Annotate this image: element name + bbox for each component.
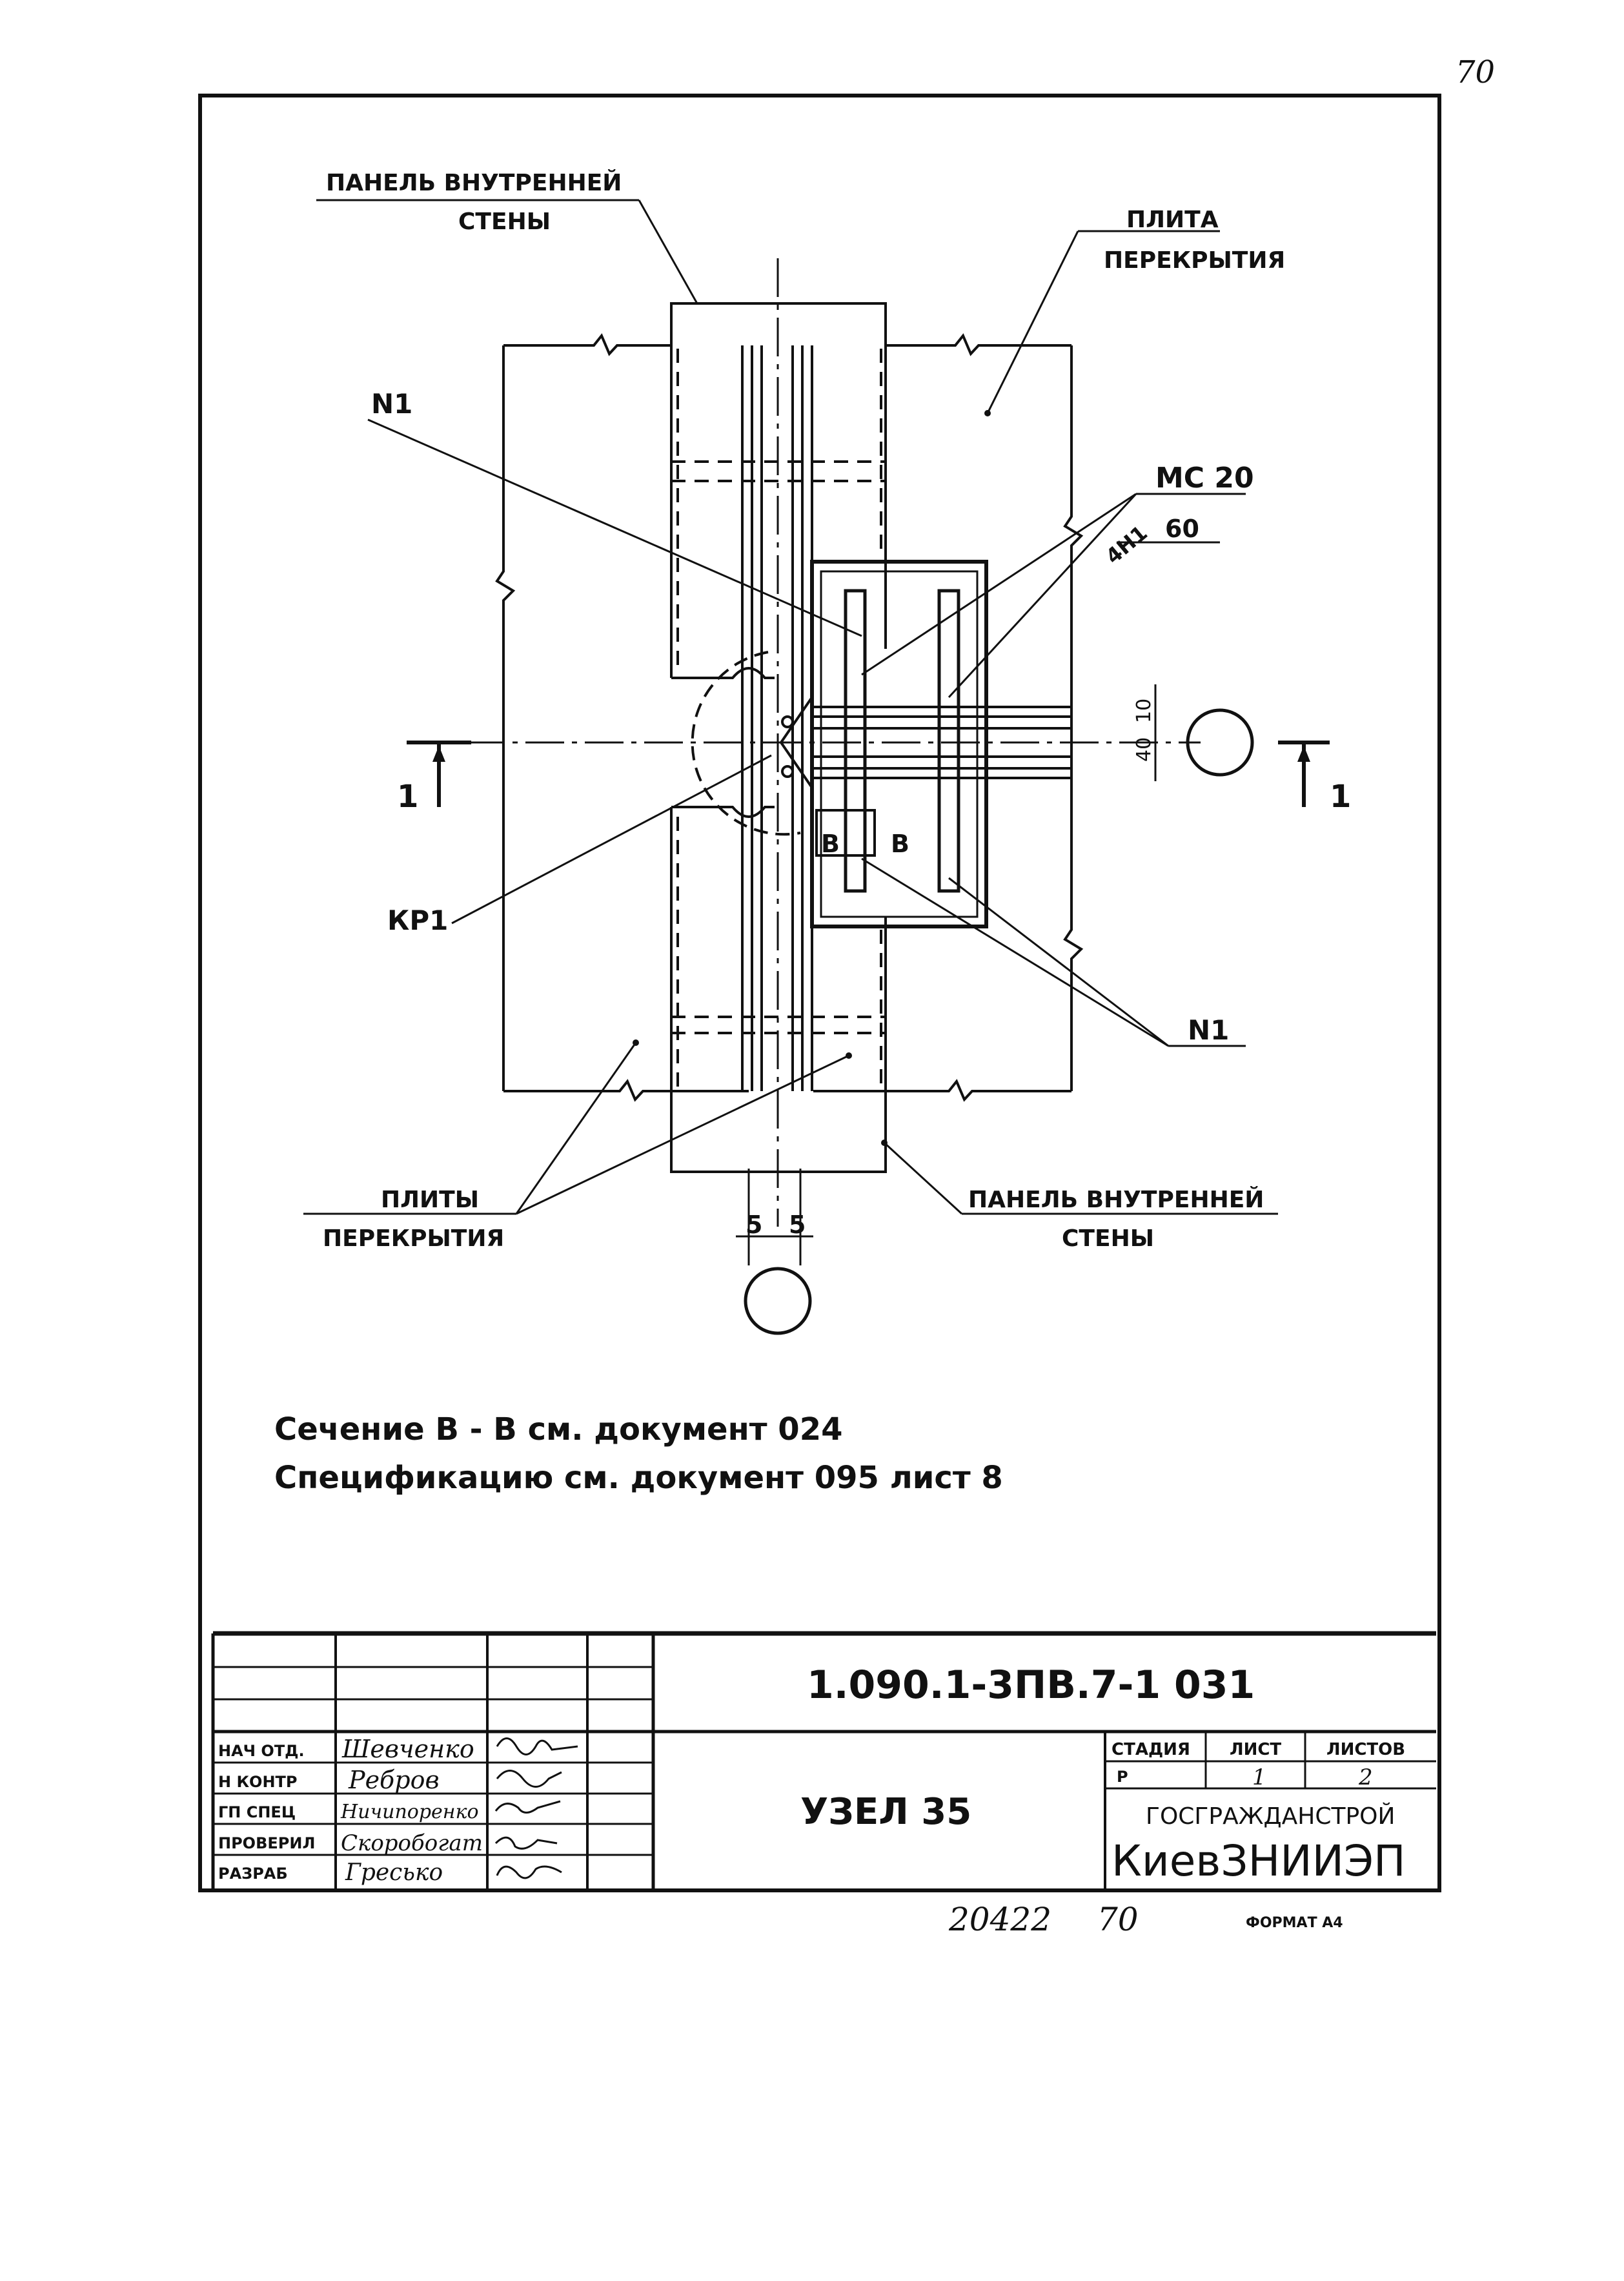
- axis-circle-right: [1186, 708, 1254, 777]
- dim-5-right: 5: [789, 1211, 806, 1239]
- slab-right-edge: [1063, 345, 1084, 1091]
- channel-frame-inner: [820, 570, 979, 918]
- section-b-right: В: [891, 830, 909, 858]
- channel-frame-outer: [810, 560, 988, 928]
- sig-name: Гресько: [345, 1859, 443, 1886]
- bottom-number: 20422: [948, 1901, 1051, 1938]
- plate-n1-right: [937, 589, 960, 893]
- corner-number: 70: [1456, 54, 1495, 90]
- sig-role: РАЗРАБ: [218, 1865, 288, 1883]
- label-mc20: МС 20: [1155, 462, 1254, 495]
- node-title: УЗЕЛ 35: [800, 1791, 971, 1833]
- label-panel-bottom-2: СТЕНЫ: [1062, 1225, 1154, 1252]
- slab-bottom-left-edge: [503, 1079, 749, 1102]
- title-block: [211, 1631, 1436, 1892]
- signature-marks: [494, 1737, 578, 1879]
- label-panel-bottom-1: ПАНЕЛЬ ВНУТРЕННЕЙ: [968, 1186, 1264, 1213]
- format-label: ФОРМАТ А4: [1246, 1915, 1343, 1931]
- signature-rows: НАЧ ОТД. Шевченко Н КОНТР Ребров ГП СПЕЦ…: [218, 1735, 483, 1886]
- sheet-value: 1: [1252, 1764, 1266, 1790]
- callout-labels: ПАНЕЛЬ ВНУТРЕННЕЙ СТЕНЫ ПЛИТА ПЕРЕКРЫТИЯ…: [323, 169, 1285, 1252]
- note-specification: Спецификацию см. документ 095 лист 8: [274, 1460, 1003, 1496]
- org-line-2: КиевЗНИИЭП: [1111, 1836, 1406, 1886]
- slab-top-right-edge: [886, 333, 1071, 356]
- label-weld-length: 60: [1165, 515, 1199, 543]
- slab-top-left-edge: [503, 333, 671, 356]
- label-slabs-bottom-1: ПЛИТЫ: [381, 1187, 479, 1213]
- sig-role: Н КОНТР: [218, 1773, 298, 1791]
- label-slab-top-2: ПЕРЕКРЫТИЯ: [1104, 247, 1285, 274]
- label-weld: 4Н1: [1101, 520, 1152, 569]
- cut-label-left: 1: [397, 779, 418, 815]
- label-n1-bottom: N1: [1188, 1014, 1229, 1046]
- section-b-left: В: [821, 830, 840, 858]
- section-b-marker: [815, 809, 876, 857]
- sig-role: НАЧ ОТД.: [218, 1742, 305, 1760]
- slab-bottom-right-edge: [813, 1079, 1071, 1102]
- sheets-header: ЛИСТОВ: [1326, 1740, 1405, 1759]
- slab-left-edge: [495, 345, 516, 1091]
- dim-40: 40: [1133, 737, 1155, 762]
- sig-name: Скоробогат: [341, 1830, 483, 1856]
- sheet-frame: [198, 94, 1441, 1892]
- stage-value: Р: [1117, 1768, 1128, 1786]
- cut-label-right: 1: [1330, 779, 1351, 815]
- label-n1-top: N1: [371, 388, 412, 420]
- label-slabs-bottom-2: ПЕРЕКРЫТИЯ: [323, 1225, 504, 1252]
- label-kp1: КР1: [387, 905, 448, 936]
- bottom-sheet: 70: [1097, 1901, 1139, 1938]
- dim-5-left: 5: [746, 1211, 762, 1239]
- sheets-value: 2: [1358, 1764, 1373, 1790]
- doc-code: 1.090.1-3ПВ.7-1 031: [807, 1662, 1255, 1708]
- dim-10: 10: [1133, 699, 1155, 723]
- label-panel-top-1: ПАНЕЛЬ ВНУТРЕННЕЙ: [326, 169, 622, 196]
- sig-name: Ребров: [348, 1766, 440, 1794]
- sig-name: Ничипоренко: [340, 1801, 479, 1823]
- stage-header: СТАДИЯ: [1111, 1740, 1190, 1759]
- upper-wall-panel: [670, 302, 887, 678]
- sig-role: ГП СПЕЦ: [218, 1803, 296, 1821]
- plate-n1-left: [844, 589, 867, 893]
- label-panel-top-2: СТЕНЫ: [458, 209, 551, 235]
- sig-role: ПРОВЕРИЛ: [218, 1834, 315, 1852]
- note-section: Сечение В - В см. документ 024: [274, 1411, 843, 1447]
- axis-circle-bottom: [744, 1267, 812, 1335]
- kp1-circle: [691, 651, 801, 836]
- sig-name: Шевченко: [341, 1735, 474, 1763]
- sheet-header: ЛИСТ: [1230, 1740, 1281, 1759]
- org-line-1: ГОСГРАЖДАНСТРОЙ: [1146, 1803, 1395, 1830]
- label-slab-top-1: ПЛИТА: [1126, 207, 1219, 233]
- node-drawing: В В 40 10 5 5 1 1: [303, 199, 1351, 1335]
- kp1-wedge: [779, 696, 813, 789]
